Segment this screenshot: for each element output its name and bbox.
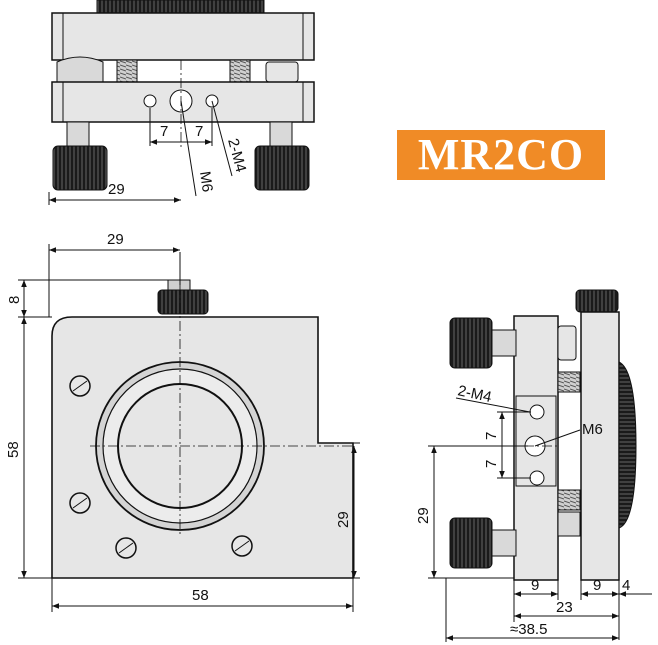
side-knob-top [575,289,619,313]
knob-right [254,145,310,191]
dim-side-left: 9 [531,577,539,594]
ball-bearing [56,56,104,83]
dim-side-total: ≈38.5 [510,621,547,638]
callout-top-m4: 2-M4 [224,137,249,174]
side-front-plate [580,311,620,581]
title-badge: MR2CO [397,130,605,180]
side-screw-shaft-top [487,329,517,357]
dim-top-right: 7 [195,123,203,140]
screw-shaft-right [269,121,293,149]
screw-icon [69,375,91,397]
dim-front-height: 58 [5,441,22,458]
dim-side-thick: 4 [622,577,630,594]
side-pin [557,325,577,361]
front-view: 29 8 58 58 29 [5,231,360,612]
callout-side-m4: 2-M4 [456,382,493,406]
side-view: 7 7 2-M4 M6 29 9 9 4 23 ≈38.5 [415,289,652,642]
screw-icon [115,537,137,559]
side-ring-knurl [618,361,637,529]
spring-left [116,59,138,83]
product-title: MR2CO [417,130,585,179]
dim-side-upper: 7 [483,432,500,440]
dim-side-mid: 23 [556,599,573,616]
dim-top-left: 7 [160,123,168,140]
front-knob [157,289,209,315]
dim-top-width: 29 [108,181,125,198]
side-ball [557,511,581,537]
dim-front-offset: 29 [335,511,352,528]
screw-icon [69,492,91,514]
top-view: 7 7 2-M4 M6 29 [48,0,315,205]
m4-hole-left [143,94,157,108]
dim-side-height: 29 [415,507,432,524]
side-knob-lower [449,517,493,569]
screw-shaft-left [66,121,90,149]
side-m4-hole-bottom [529,470,545,486]
dim-side-lower: 7 [483,460,500,468]
side-spring-bottom [557,489,581,511]
side-m4-hole-top [529,404,545,420]
callout-top-m6: M6 [196,170,216,193]
top-knob-knurl [96,0,265,15]
dim-front-top-height: 8 [6,296,23,304]
callout-side-m6: M6 [582,421,603,438]
side-knob-upper [449,317,493,369]
dim-front-width: 58 [192,587,209,604]
base-plate-inner [62,81,304,123]
dim-front-top-width: 29 [107,231,124,248]
top-pin [265,61,299,83]
side-screw-shaft-bottom [487,529,517,557]
top-plate [51,12,315,61]
knob-left [52,145,108,191]
screw-icon [231,535,253,557]
dim-side-right: 9 [593,577,601,594]
spring-right [229,59,251,83]
top-plate-inner [62,12,304,61]
side-spring-top [557,371,581,393]
